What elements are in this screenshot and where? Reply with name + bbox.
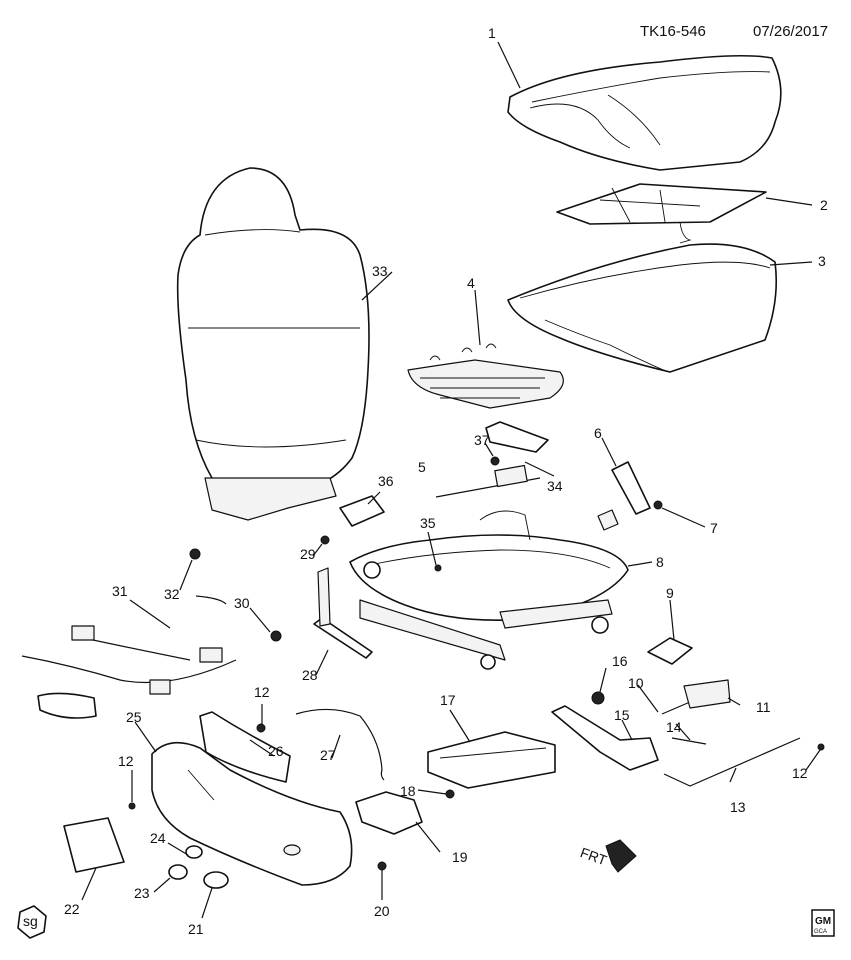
part-seat-cushion-pad (507, 243, 778, 373)
callout-15: 15 (614, 707, 630, 723)
callout-25: 25 (126, 709, 142, 725)
part-small-fasteners (168, 845, 387, 889)
callout-19: 19 (452, 849, 468, 865)
callout-2: 2 (820, 197, 828, 213)
part-22-panel (63, 817, 125, 873)
callout-12b: 12 (118, 753, 134, 769)
callout-7: 7 (710, 520, 718, 536)
callout-9: 9 (666, 585, 674, 601)
callout-6: 6 (594, 425, 602, 441)
callout-31: 31 (112, 583, 128, 599)
part-9-trim (647, 637, 693, 665)
part-heater-mat (556, 183, 767, 244)
callout-11: 11 (756, 699, 771, 715)
callout-14: 14 (666, 719, 682, 735)
gm-logo-top: GM (815, 916, 831, 927)
callout-1: 1 (488, 25, 496, 41)
callout-35: 35 (420, 515, 436, 531)
part-28-lever (313, 567, 373, 659)
part-small-bolts (128, 535, 442, 810)
part-25-outer-trim (151, 741, 353, 886)
part-31-harness (21, 625, 237, 719)
part-32-cable (195, 595, 227, 605)
part-19-switch (355, 791, 423, 835)
part-6-buckle (597, 461, 663, 531)
part-13-rod (663, 737, 825, 787)
part-seat-springs (407, 343, 564, 409)
callout-32: 32 (164, 586, 180, 602)
callout-26: 26 (268, 743, 284, 759)
callout-10: 10 (628, 675, 644, 691)
part-seat-back (176, 167, 370, 521)
callout-27: 27 (320, 747, 336, 763)
part-11-adjuster (661, 679, 731, 715)
doc-date: 07/26/2017 (753, 23, 828, 40)
callout-12a: 12 (254, 684, 270, 700)
callout-13: 13 (730, 799, 746, 815)
frt-label: FRT (578, 844, 609, 868)
callout-29: 29 (300, 546, 316, 562)
callout-12c: 12 (792, 765, 808, 781)
leader-lines (81, 41, 821, 919)
callout-24: 24 (150, 830, 166, 846)
callout-8: 8 (656, 554, 664, 570)
part-15-recliner (551, 691, 659, 771)
callout-37: 37 (474, 432, 490, 448)
part-26-foam (199, 711, 291, 783)
doc-id: TK16-546 (640, 23, 706, 40)
callout-3: 3 (818, 253, 826, 269)
callout-28: 28 (302, 667, 318, 683)
part-seat-cushion-cover (507, 54, 782, 171)
part-17-tray (427, 731, 556, 799)
callout-36: 36 (378, 473, 394, 489)
callout-18: 18 (400, 783, 416, 799)
callout-5: 5 (418, 459, 426, 475)
callout-20: 20 (374, 903, 390, 919)
callout-34: 34 (547, 478, 563, 494)
gm-logo: GM GCA (811, 909, 835, 937)
callout-labels: 1 2 3 4 5 6 7 8 9 10 11 12 12 12 13 14 1… (64, 25, 828, 937)
callout-4: 4 (467, 275, 475, 291)
gm-logo-bottom: GCA (814, 929, 827, 935)
part-36-cover (339, 495, 385, 527)
callout-21: 21 (188, 921, 204, 937)
callout-33: 33 (372, 263, 388, 279)
part-8-seat-frame (349, 510, 629, 670)
sg-badge: sg (17, 905, 47, 939)
callout-30: 30 (234, 595, 250, 611)
callout-22: 22 (64, 901, 80, 917)
sg-label: sg (23, 913, 38, 929)
part-37-screw (490, 456, 500, 466)
part-27-wire (295, 708, 385, 781)
callout-16: 16 (612, 653, 628, 669)
callout-17: 17 (440, 692, 456, 708)
front-direction-arrow: FRT (578, 839, 637, 873)
part-34-bracket (485, 421, 549, 453)
part-5-motor (435, 464, 541, 498)
callout-23: 23 (134, 885, 150, 901)
